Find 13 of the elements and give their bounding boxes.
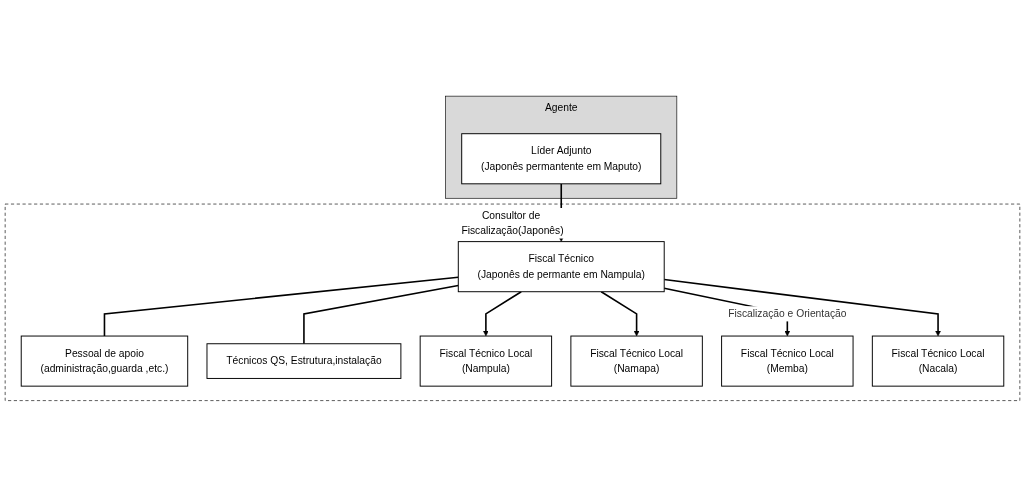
node-box: Fiscal Técnico Local (Memba) (721, 335, 854, 387)
node-box: Fiscal Técnico Local (Nampula) (419, 335, 553, 387)
connector (103, 276, 460, 337)
node-box: Fiscal Técnico (Japonês de permante em Nampula) (457, 240, 665, 292)
node-box: Técnicos QS, Estrutura,instalação (206, 342, 402, 379)
edge-label: Fiscalização e Orientação (728, 307, 847, 319)
node-box: Fiscal Técnico Local (Namapa) (570, 335, 703, 387)
node-box: Fiscal Técnico Local (Nacala) (871, 335, 1005, 387)
arrow (600, 290, 640, 336)
node-box: Pessoal de apoio (administração,guarda ,etc.) (20, 335, 189, 387)
arrow (483, 290, 523, 336)
connector (303, 284, 460, 345)
node-box: Líder Adjunto (Japonês permantente em Maputo) (461, 132, 662, 184)
